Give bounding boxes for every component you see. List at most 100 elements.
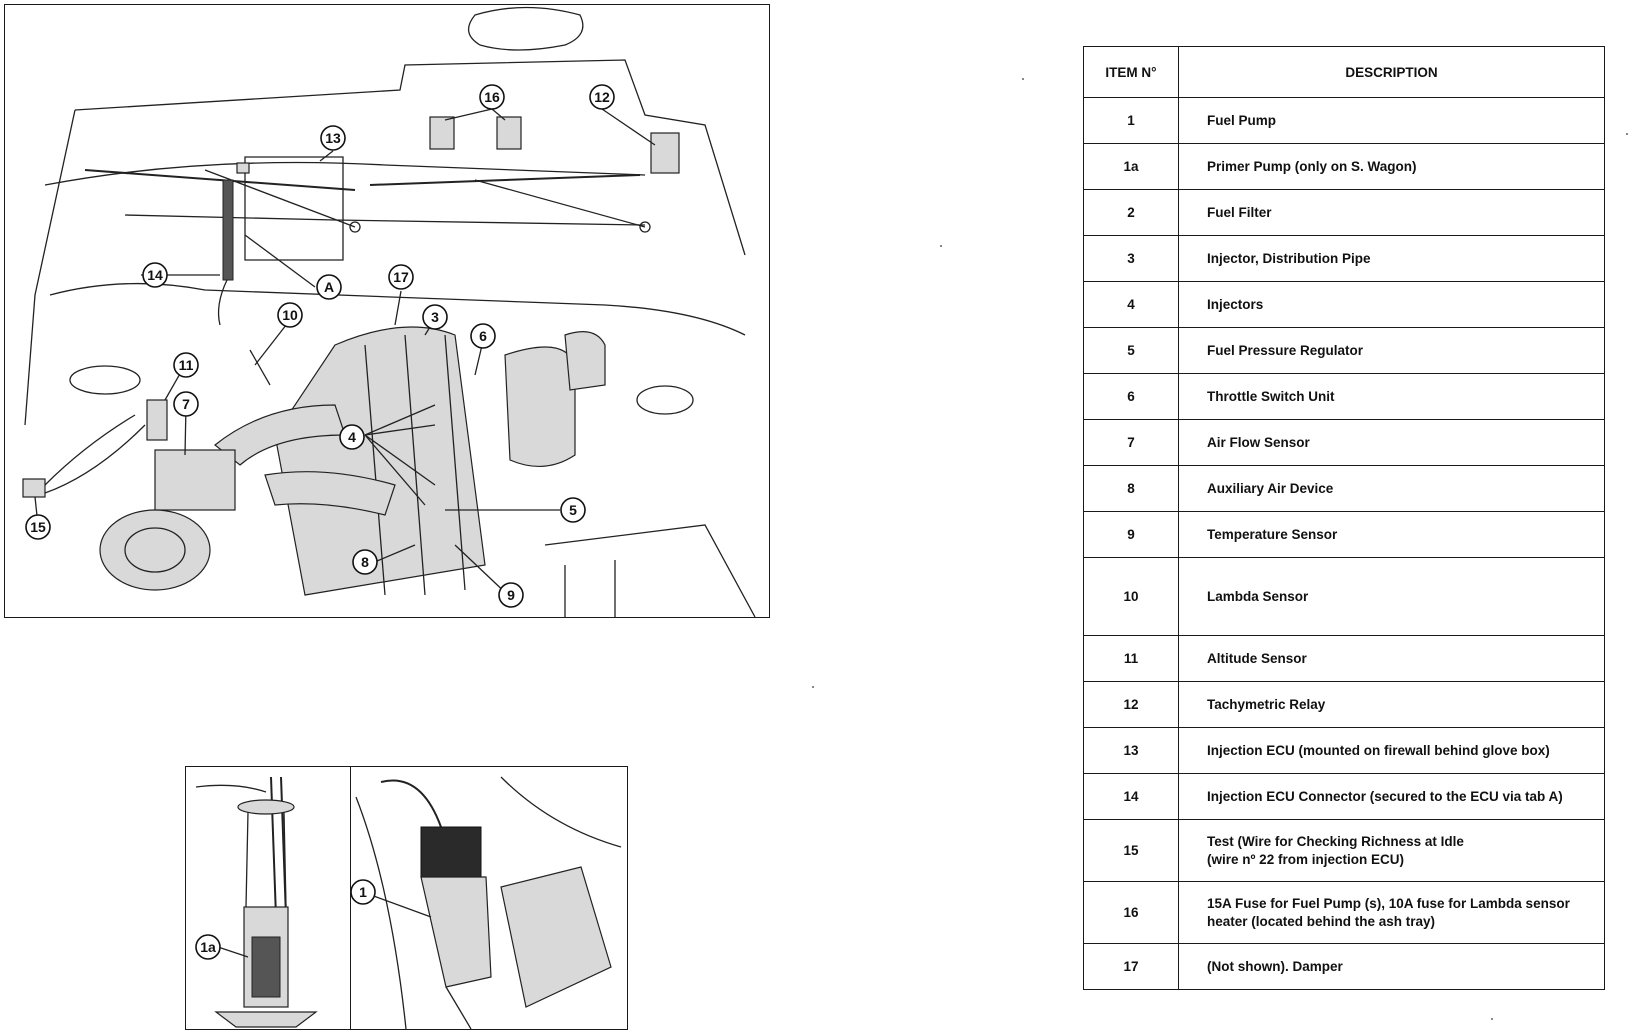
air-flow-sensor-body	[154, 449, 236, 511]
strut-top-right	[636, 385, 694, 415]
cowl-line	[44, 161, 646, 186]
item-number-header: ITEM N°	[1083, 46, 1179, 98]
test-connector	[22, 478, 46, 498]
fuse-1	[429, 116, 455, 150]
item-number: 11	[1083, 635, 1179, 682]
item-description: Primer Pump (only on S. Wagon)	[1178, 143, 1605, 190]
callout-8: 8	[352, 549, 378, 575]
callout-4: 4	[339, 424, 365, 450]
scan-speck	[1626, 133, 1628, 135]
item-description: Altitude Sensor	[1178, 635, 1605, 682]
wiper-right	[369, 174, 641, 186]
fender-left-outline	[24, 109, 76, 426]
item-description: Air Flow Sensor	[1178, 419, 1605, 466]
callout-10: 10	[277, 302, 303, 328]
item-description: 15A Fuse for Fuel Pump (s), 10A fuse for…	[1178, 881, 1605, 944]
fluid-reservoir	[504, 346, 576, 468]
svg-text:9: 9	[507, 587, 515, 603]
svg-text:12: 12	[594, 89, 610, 105]
callout-16: 16	[479, 84, 505, 110]
callout-17: 17	[388, 264, 414, 290]
wiper-pivot-right	[639, 221, 651, 233]
fuel-pump-outlet	[445, 986, 472, 1029]
item-number: 2	[1083, 189, 1179, 236]
test-wire	[44, 414, 146, 494]
item-number: 4	[1083, 281, 1179, 328]
svg-text:1a: 1a	[200, 939, 216, 955]
ecu-connector-strip	[222, 179, 234, 281]
item-number: 14	[1083, 773, 1179, 820]
item-description: Test (Wire for Checking Richness at Idle…	[1178, 819, 1605, 882]
primer-pump-wire	[195, 784, 267, 793]
callout-13: 13	[320, 125, 346, 151]
item-description: Auxiliary Air Device	[1178, 465, 1605, 512]
relay-box	[650, 132, 680, 174]
item-number: 5	[1083, 327, 1179, 374]
svg-text:15: 15	[30, 519, 46, 535]
svg-text:A: A	[324, 279, 334, 295]
callout-7: 7	[173, 391, 199, 417]
air-filter-housing	[99, 509, 211, 591]
callout-12: 12	[589, 84, 615, 110]
intake-runners	[364, 334, 466, 596]
callout-1: 1	[351, 879, 376, 905]
fuel-pump-housing	[420, 876, 492, 988]
ecu-box	[244, 156, 344, 261]
callout-A: A	[316, 274, 342, 300]
description-line-2: (wire nº 22 from injection ECU)	[1207, 851, 1404, 867]
ecu-tab	[236, 162, 250, 174]
svg-text:14: 14	[147, 267, 163, 283]
svg-text:8: 8	[361, 554, 369, 570]
primer-pump-drawing: 1a	[195, 776, 318, 1028]
master-cylinder	[564, 331, 606, 391]
wiper-left	[84, 169, 356, 191]
callout-11: 11	[173, 352, 199, 378]
battery-outline	[544, 524, 756, 617]
item-number: 8	[1083, 465, 1179, 512]
primer-pump-leader	[217, 946, 249, 958]
callout-15: 15	[25, 514, 51, 540]
item-description: Throttle Switch Unit	[1178, 373, 1605, 420]
wiper-arm-right	[474, 179, 646, 228]
svg-text:5: 5	[569, 502, 577, 518]
item-description: Temperature Sensor	[1178, 511, 1605, 558]
item-number: 10	[1083, 557, 1179, 636]
item-number: 1a	[1083, 143, 1179, 190]
primer-pump-flange	[237, 799, 295, 815]
svg-text:16: 16	[484, 89, 500, 105]
lambda-sensor-probe	[249, 349, 271, 386]
item-description: Fuel Filter	[1178, 189, 1605, 236]
fuel-pump-leader	[370, 894, 432, 918]
item-description: Injector, Distribution Pipe	[1178, 235, 1605, 282]
item-number: 3	[1083, 235, 1179, 282]
svg-text:6: 6	[479, 328, 487, 344]
primer-pump-base	[214, 1011, 318, 1028]
callout-5: 5	[560, 497, 586, 523]
table-header-row: ITEM N° DESCRIPTION	[1083, 46, 1605, 98]
item-description: Fuel Pump	[1178, 97, 1605, 144]
description-line-2: heater (located behind the ash tray)	[1207, 913, 1436, 929]
firewall-outline	[49, 282, 746, 336]
callout-3: 3	[422, 304, 448, 330]
fuel-pump-drawing: 1	[351, 776, 622, 1029]
fuel-tank-section	[500, 866, 612, 1008]
table-row: 16 15A Fuse for Fuel Pump (s), 10A fuse f…	[1083, 881, 1605, 944]
item-description: Lambda Sensor	[1178, 557, 1605, 636]
description-line-1: Test (Wire for Checking Richness at Idle	[1207, 833, 1464, 849]
item-number: 16	[1083, 881, 1179, 944]
item-description: Tachymetric Relay	[1178, 681, 1605, 728]
description-line-1: 15A Fuse for Fuel Pump (s), 10A fuse for…	[1207, 895, 1570, 911]
